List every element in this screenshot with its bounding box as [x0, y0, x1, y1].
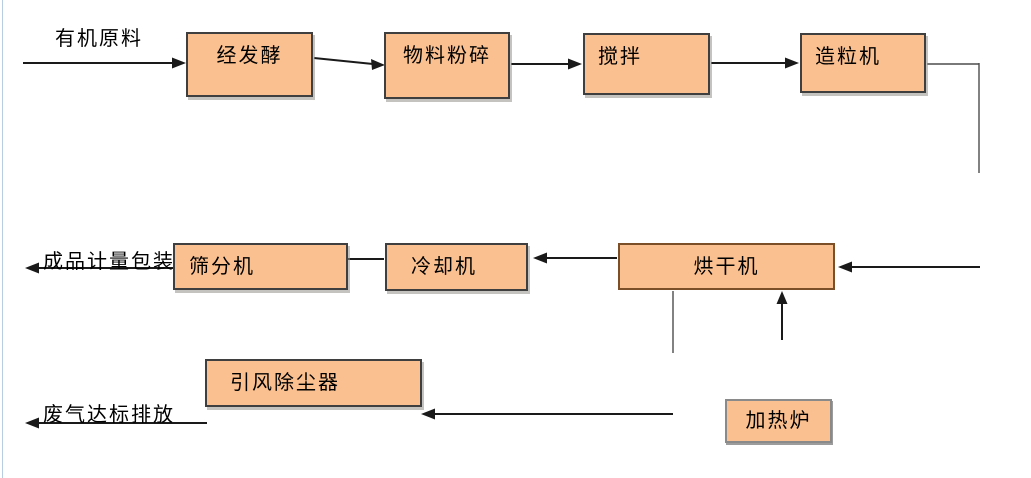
- node-granulator-label: 造粒机: [815, 46, 881, 68]
- node-fermentation: 经发酵: [186, 32, 313, 97]
- node-mixing: 搅拌: [583, 33, 710, 95]
- node-screening-label: 筛分机: [189, 255, 255, 278]
- node-dust-collector-label: 引风除尘器: [230, 372, 340, 394]
- node-dust-collector: 引风除尘器: [205, 359, 422, 407]
- arrow-crushing-to-mixing: [511, 58, 582, 70]
- node-heating-furnace: 加热炉: [725, 399, 832, 443]
- page-edge-line: [2, 0, 3, 478]
- node-screening: 筛分机: [173, 243, 348, 290]
- node-granulator: 造粒机: [800, 33, 926, 93]
- label-raw-material: 有机原料: [55, 28, 143, 50]
- label-exhaust: 废气达标排放: [43, 404, 175, 426]
- arrow-into-drying-right: [838, 261, 980, 273]
- node-cooling-label: 冷却机: [411, 256, 477, 278]
- node-mixing-label: 搅拌: [598, 46, 642, 68]
- arrow-to-dust-collector: [421, 408, 673, 420]
- arrow-drying-to-cooling: [533, 252, 617, 264]
- connector-granulator-down: [927, 63, 980, 173]
- node-crushing-label: 物料粉碎: [403, 45, 491, 67]
- arrow-screening-to-packaging: [25, 262, 178, 274]
- arrow-mixing-to-granulator: [711, 57, 799, 69]
- label-packaging: 成品计量包装: [43, 251, 175, 273]
- node-drying-label: 烘干机: [693, 255, 760, 278]
- node-drying: 烘干机: [618, 243, 835, 290]
- node-cooling: 冷却机: [385, 243, 528, 291]
- arrow-exhaust-out: [25, 417, 207, 429]
- node-heating-furnace-label: 加热炉: [745, 410, 812, 432]
- node-crushing: 物料粉碎: [384, 32, 510, 99]
- arrow-fermentation-to-crushing: [313, 57, 385, 70]
- arrow-furnace-heat-up: [776, 291, 788, 340]
- arrow-raw-to-fermentation: [23, 57, 186, 69]
- node-fermentation-label: 经发酵: [216, 45, 283, 67]
